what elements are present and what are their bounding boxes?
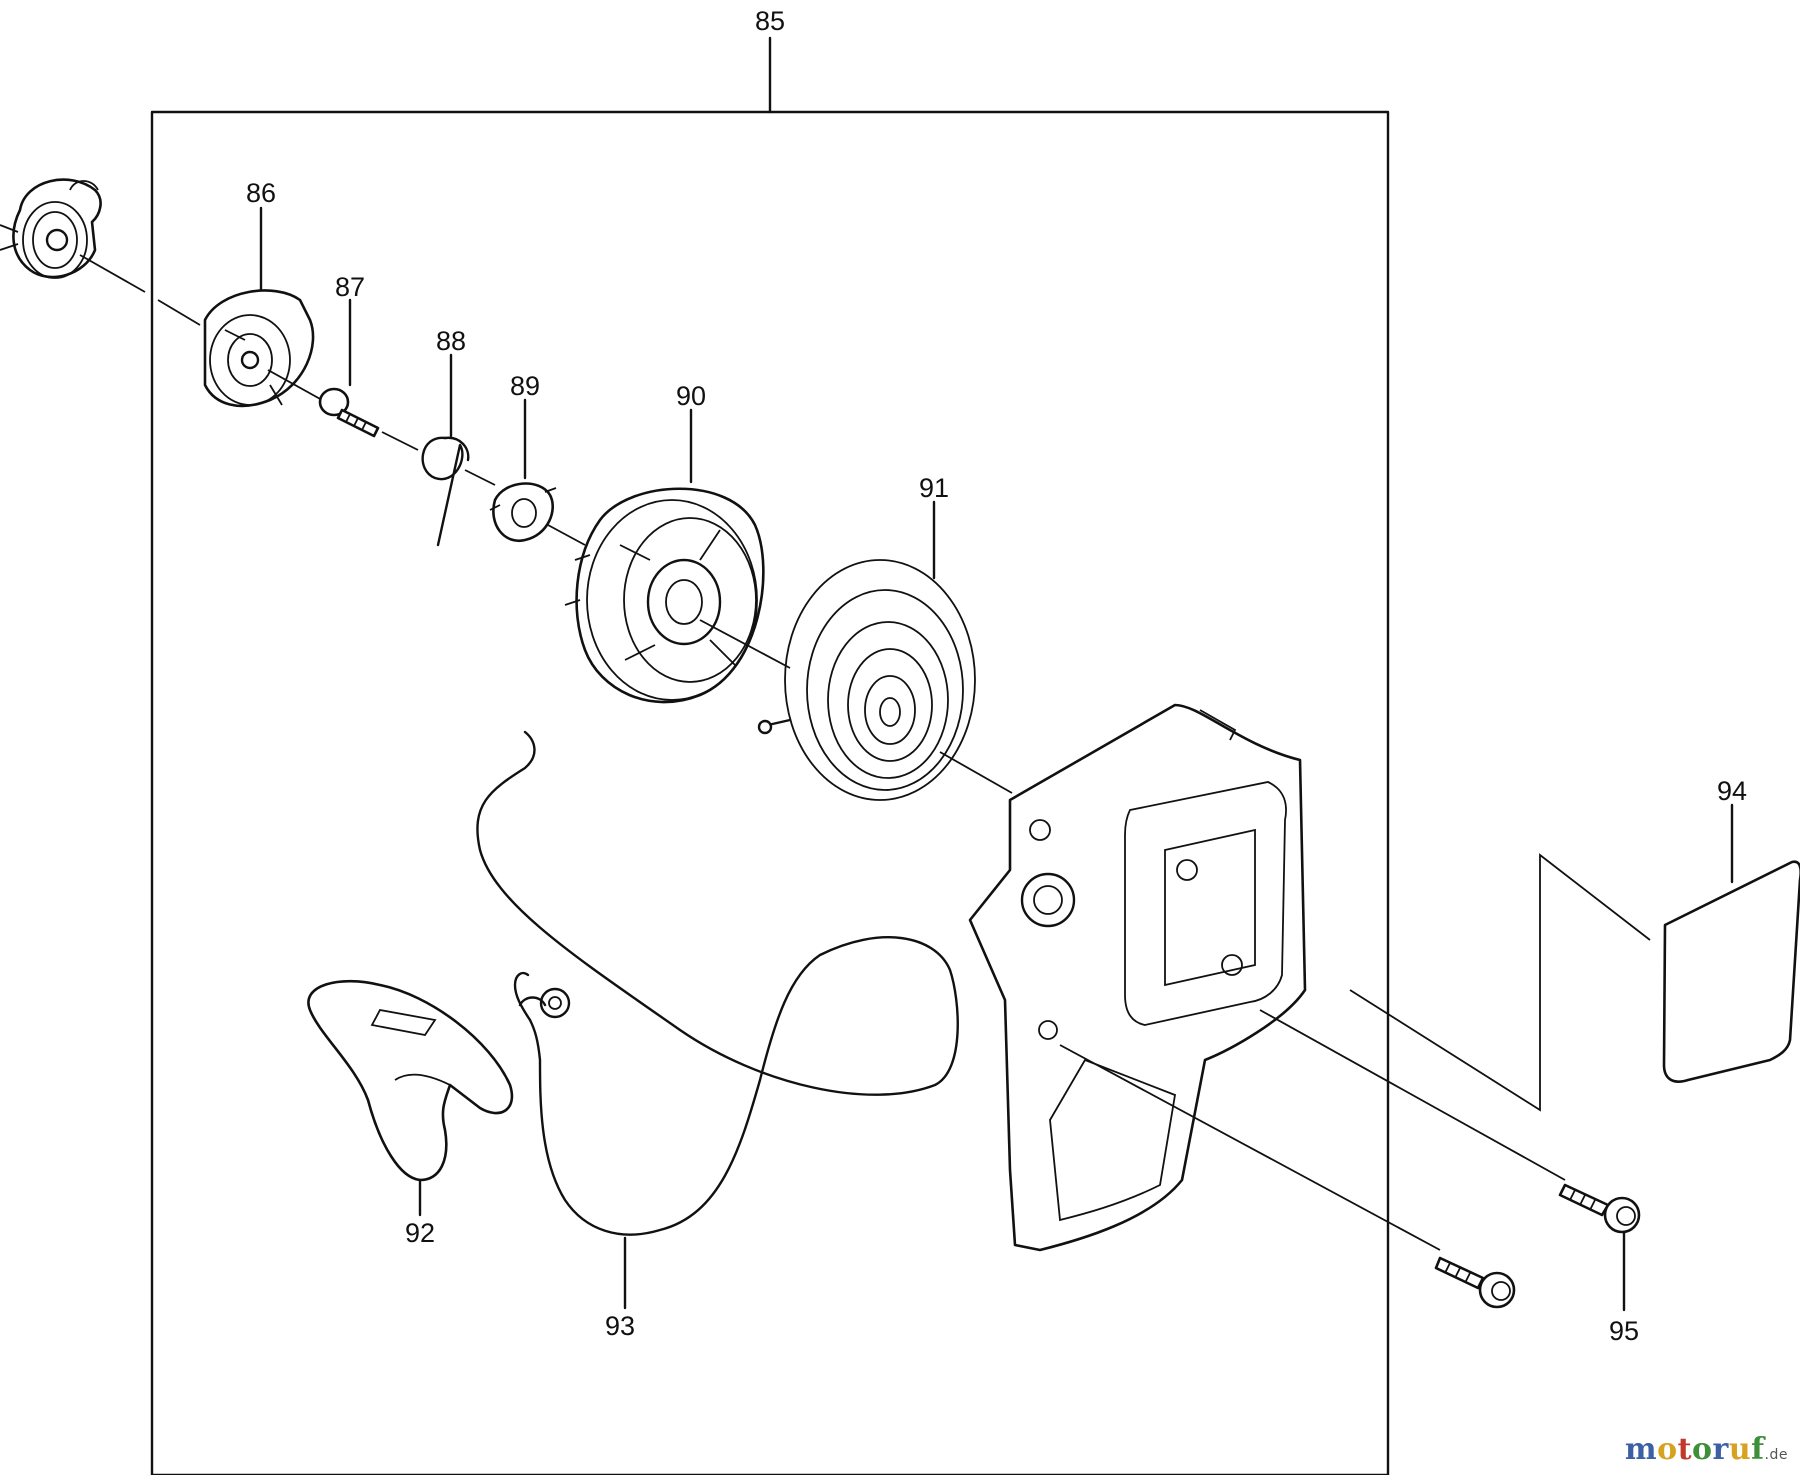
- wm-letter: m: [1624, 1432, 1658, 1467]
- reel-part-90: [564, 487, 765, 704]
- wm-letter: o: [1657, 1432, 1678, 1467]
- callout-86: 86: [246, 178, 276, 208]
- callout-87: 87: [335, 272, 365, 302]
- axis-line-main-4: [381, 431, 419, 451]
- wm-letter: o: [1692, 1432, 1713, 1467]
- wm-letter: r: [1712, 1432, 1729, 1467]
- clip-part-88: [421, 436, 470, 547]
- callout-94: 94: [1717, 776, 1747, 806]
- bolt-part-2: [1434, 1256, 1516, 1309]
- ratchet-part-89: [489, 482, 557, 543]
- axis-line-label: [1349, 853, 1651, 1112]
- callout-93: 93: [605, 1311, 635, 1341]
- axis-line-main-3: [267, 369, 323, 401]
- callout-88: 88: [436, 326, 466, 356]
- callout-90: 90: [676, 381, 706, 411]
- starter-housing-part: [968, 703, 1307, 1252]
- rope-part-93: [476, 730, 959, 1236]
- label-part-94: [1662, 860, 1800, 1083]
- axis-line-main-7: [699, 619, 791, 669]
- axis-line-bolt-95: [1259, 1009, 1566, 1181]
- axis-line-main-6: [547, 524, 586, 546]
- callout-95: 95: [1609, 1316, 1639, 1346]
- handle-part-92: [307, 979, 514, 1182]
- callout-85: 85: [755, 6, 785, 36]
- bolt-part-95: [1558, 1183, 1641, 1234]
- callout-91: 91: [919, 473, 949, 503]
- callout-89: 89: [510, 371, 540, 401]
- wm-letter: t: [1677, 1432, 1692, 1467]
- callout-92: 92: [405, 1218, 435, 1248]
- wm-letter: f: [1751, 1432, 1765, 1467]
- axis-line-main-5: [464, 469, 496, 486]
- wm-letter: u: [1728, 1432, 1752, 1467]
- axis-line-main-8: [939, 751, 1013, 794]
- watermark-logo: motoruf.de: [1625, 1432, 1788, 1467]
- screw-part-87: [318, 387, 380, 438]
- axis-line-main-1: [79, 254, 146, 293]
- spring-part-91: [757, 559, 976, 801]
- wm-suffix: .de: [1764, 1447, 1788, 1463]
- axis-line-main-2: [157, 299, 201, 326]
- drum-part-86: [203, 289, 315, 408]
- axis-line-bolt-2: [1059, 1044, 1441, 1251]
- flywheel-part: [0, 178, 102, 279]
